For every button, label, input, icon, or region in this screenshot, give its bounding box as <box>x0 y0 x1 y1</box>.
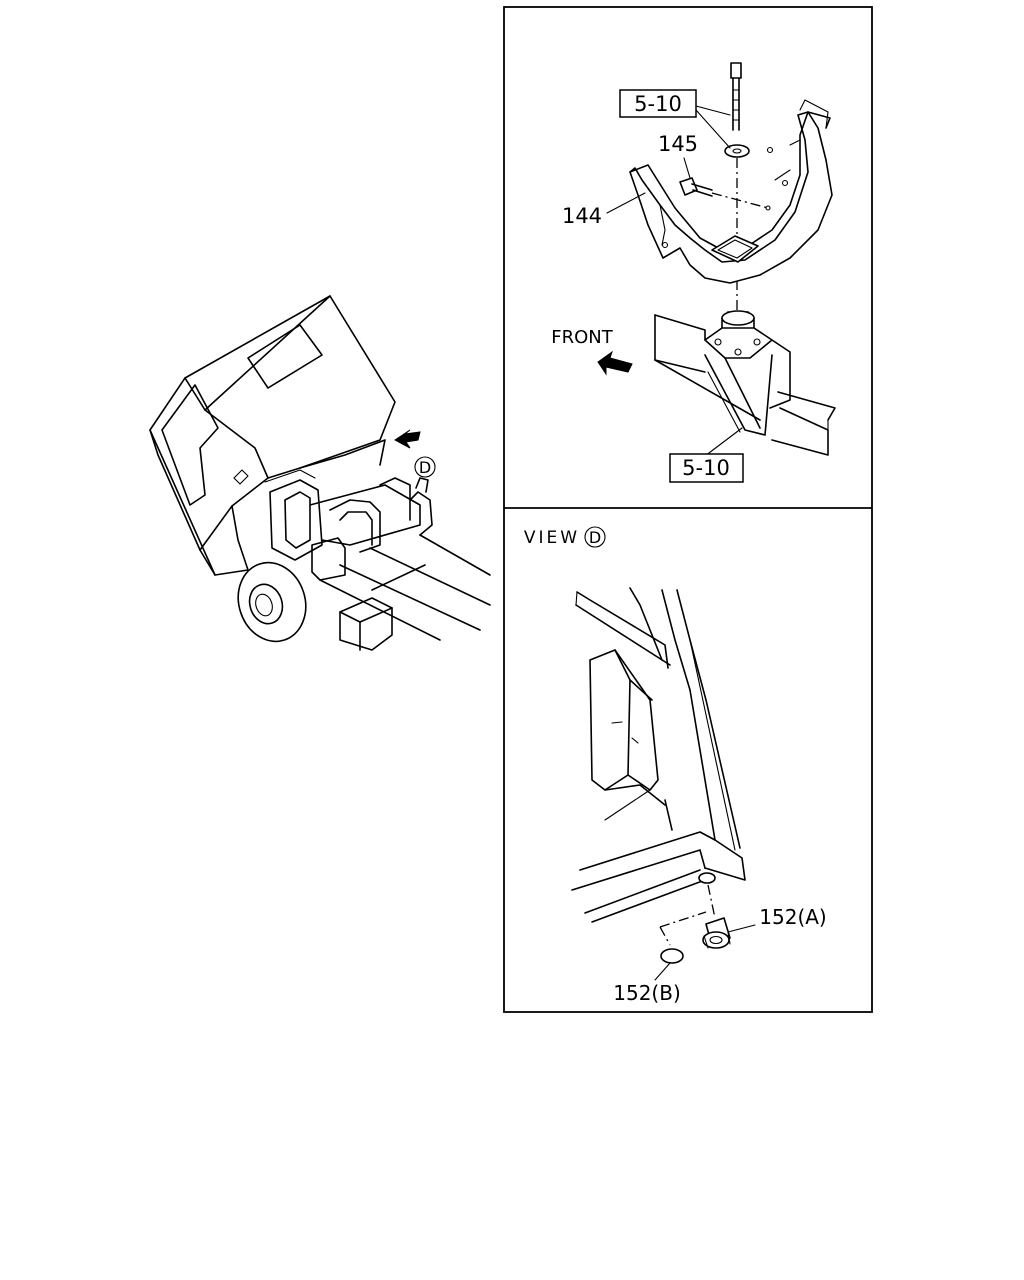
view-d-heading-letter: D <box>589 528 601 547</box>
view-d-marker: D <box>414 456 436 478</box>
label-5-10-bottom: 5-10 <box>669 453 744 483</box>
front-label: FRONT <box>551 327 613 348</box>
lower-panel-drawing <box>571 587 756 981</box>
label-5-10-top: 5-10 <box>619 89 697 118</box>
right-panel-frame <box>503 6 873 1013</box>
view-label: VIEW <box>524 528 580 548</box>
part-145-label: 145 <box>658 132 698 156</box>
view-d-marker-letter: D <box>419 458 431 477</box>
upper-panel-drawing <box>597 62 836 457</box>
truck-cab-overview <box>149 295 491 651</box>
part-144-label: 144 <box>562 204 602 228</box>
label-5-10-bottom-text: 5-10 <box>682 456 730 480</box>
label-5-10-top-text: 5-10 <box>634 92 682 116</box>
part-152a-label: 152(A) <box>759 905 826 929</box>
view-d-heading-marker: D <box>584 526 606 548</box>
part-152b-label: 152(B) <box>613 981 681 1005</box>
